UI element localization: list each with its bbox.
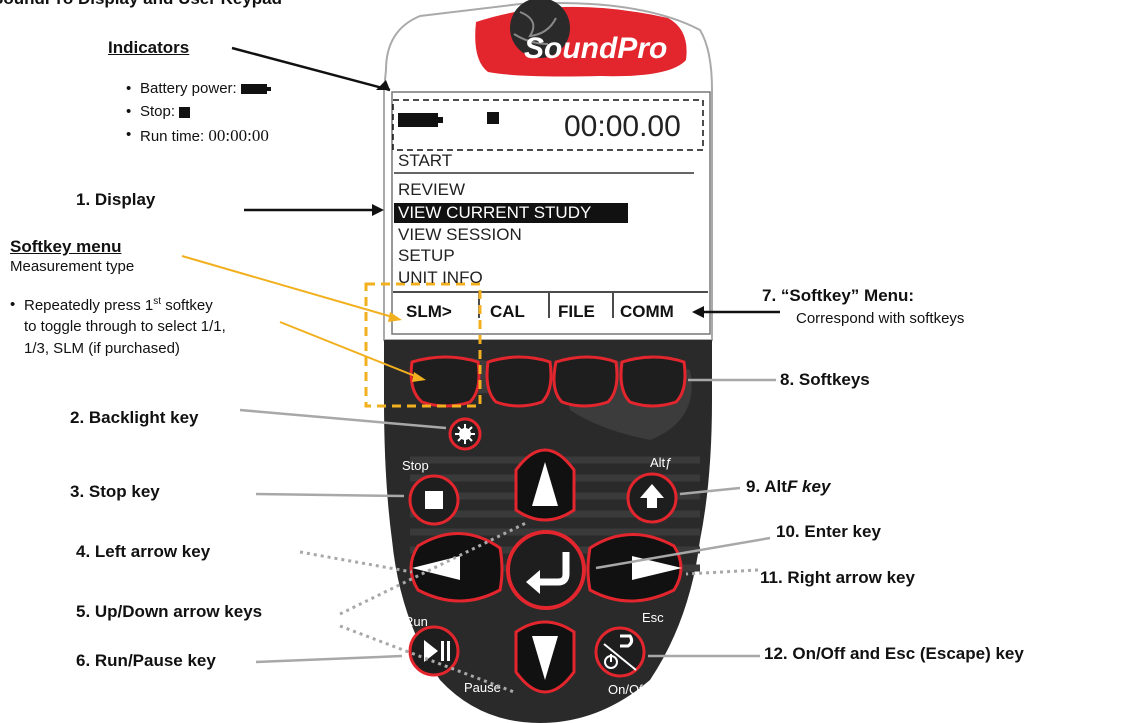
label-enter-key: 10. Enter key	[776, 522, 881, 541]
softkey-label-comm[interactable]: COMM	[620, 302, 674, 321]
label-softkey-menu-sub: Correspond with softkeys	[796, 310, 965, 327]
enter-arrow-icon	[536, 552, 570, 586]
softkey-label-cal[interactable]: CAL	[490, 302, 525, 321]
run-caption: Run	[404, 614, 428, 629]
softkey-label-file[interactable]: FILE	[558, 302, 595, 321]
softkey-1[interactable]	[409, 355, 481, 408]
softkey-2[interactable]	[485, 355, 553, 408]
play-pause-icon	[424, 640, 438, 662]
label-softkeys: 8. Softkeys	[780, 370, 870, 389]
label-display: 1. Display	[76, 190, 156, 209]
up-arrow-icon	[532, 462, 558, 506]
label-right-arrow-key: 11. Right arrow key	[760, 568, 915, 587]
stop-indicator-icon	[487, 112, 499, 124]
battery-indicator-item: Battery power:	[126, 80, 271, 97]
softkey-menu-callout-box	[364, 282, 482, 408]
indicator-callout-box	[392, 99, 704, 151]
esc-caption: Esc	[642, 610, 664, 625]
stop-indicator-item: Stop:	[126, 103, 191, 120]
label-run-pause-key: 6. Run/Pause key	[76, 651, 216, 670]
shift-arrow-icon	[640, 484, 664, 508]
label-left-arrow-key: 4. Left arrow key	[76, 542, 211, 561]
menu-selection-highlight	[394, 203, 628, 223]
orange-leader-lines	[181, 255, 421, 379]
label-updown-arrow-keys: 5. Up/Down arrow keys	[76, 602, 263, 621]
page-title: SoundPro Display and User Keypad	[0, 0, 282, 9]
softkey-menu-line3: 1/3, SLM (if purchased)	[24, 340, 180, 357]
enter-key[interactable]	[506, 530, 586, 610]
gray-leader-lines	[239, 378, 776, 664]
alt-f-caption: Altƒ	[650, 455, 672, 470]
battery-mini-icon	[240, 84, 271, 95]
softkey-menu-line2: to toggle through to select 1/1,	[24, 318, 226, 335]
softkey-menu-subheading: Measurement type	[10, 258, 135, 275]
down-arrow-icon	[532, 636, 558, 680]
runtime-indicator-item: Run time: 00:00:00	[126, 126, 269, 146]
stop-icon	[425, 491, 443, 509]
leader-lines	[231, 46, 780, 314]
menu-item-start[interactable]: START	[398, 151, 453, 170]
onoff-caption: On/Off	[608, 682, 646, 697]
sun-icon	[455, 424, 475, 444]
label-backlight-key: 2. Backlight key	[70, 408, 199, 427]
runtime-display: 00:00.00	[564, 110, 681, 143]
menu-item-review[interactable]: REVIEW	[398, 180, 466, 199]
softkey-menu-bullet: Repeatedly press 1st softkey	[10, 296, 213, 314]
softkey-3[interactable]	[552, 355, 619, 408]
menu-item-setup[interactable]: SETUP	[398, 246, 455, 265]
pause-caption: Pause	[464, 680, 501, 695]
label-stop-key: 3. Stop key	[70, 482, 160, 501]
menu-item-unit-info[interactable]: UNIT INFO	[398, 268, 483, 287]
menu-item-view-session[interactable]: VIEW SESSION	[398, 225, 522, 244]
label-alt-f-key: 9. AltF key	[746, 477, 831, 496]
softkey-label-slm[interactable]: SLM>	[406, 302, 452, 321]
escape-icon	[620, 634, 634, 648]
label-softkey-menu: 7. “Softkey” Menu:	[762, 286, 915, 305]
stop-mini-icon	[179, 106, 191, 118]
right-arrow-icon	[632, 556, 682, 580]
softkey-menu-heading: Softkey menu	[10, 237, 122, 256]
label-onoff-esc-key: 12. On/Off and Esc (Escape) key	[764, 644, 1024, 663]
menu-item-view-current-study[interactable]: VIEW CURRENT STUDY	[398, 203, 592, 222]
stop-caption: Stop	[402, 458, 429, 473]
indicators-heading: Indicators	[108, 38, 190, 57]
brand-text: SoundPro	[524, 32, 667, 65]
battery-icon	[398, 113, 438, 127]
softkey-4[interactable]	[619, 355, 687, 408]
